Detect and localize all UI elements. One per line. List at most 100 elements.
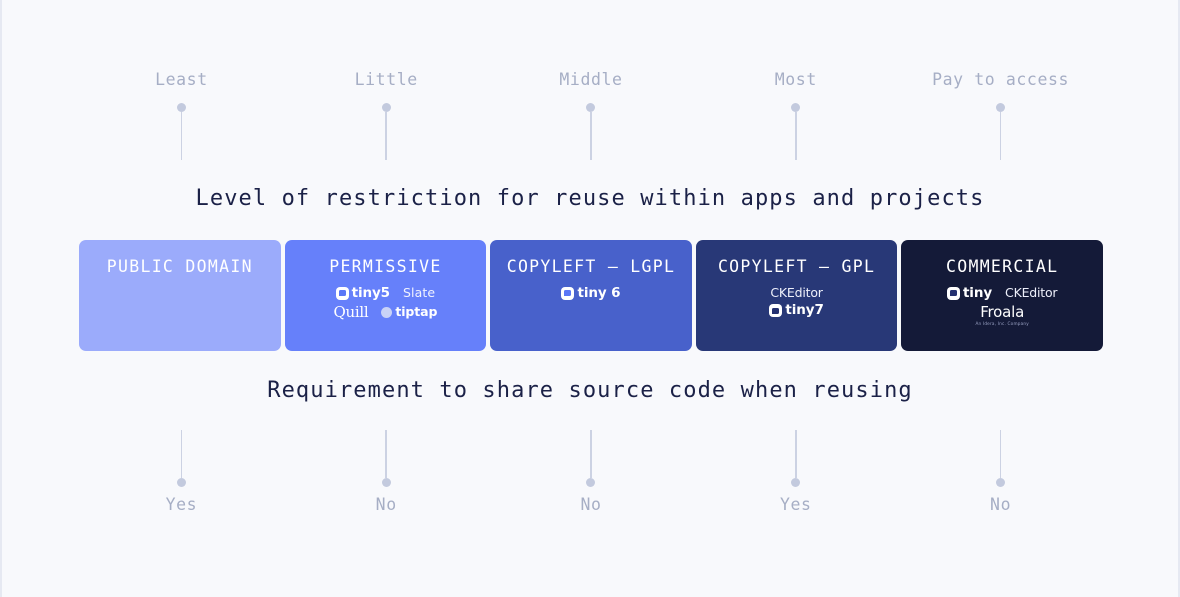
license-bars: PUBLIC DOMAIN PERMISSIVE tiny5 Slate Qui… bbox=[79, 240, 1103, 351]
stem-line bbox=[385, 112, 387, 160]
logo-row: Quill tiptap bbox=[333, 305, 437, 320]
bar-commercial[interactable]: COMMERCIAL tiny CKEditor Froala An Idera… bbox=[901, 240, 1103, 351]
bar-logos: tiny CKEditor Froala An Idera, Inc. Comp… bbox=[946, 284, 1058, 327]
bar-title: COPYLEFT — LGPL bbox=[506, 257, 676, 276]
logo-row: tiny5 Slate bbox=[335, 284, 436, 301]
stem-line bbox=[999, 112, 1002, 160]
ckeditor-logo: CKEditor bbox=[770, 284, 823, 300]
bar-copyleft-gpl[interactable]: COPYLEFT — GPL CKEditor tiny7 bbox=[695, 240, 898, 351]
stem-line bbox=[385, 430, 387, 478]
top-axis-label-4: Most bbox=[774, 70, 817, 89]
bottom-axis-tick-5: No bbox=[898, 430, 1103, 514]
tiny-mark-icon bbox=[946, 286, 960, 300]
froala-logo-label: Froala bbox=[980, 303, 1025, 321]
tiny-logo-label: tiny bbox=[962, 284, 993, 301]
top-axis-tick-1: Least bbox=[79, 70, 284, 160]
quill-logo: Quill bbox=[333, 305, 368, 320]
slate-logo: Slate bbox=[402, 285, 436, 300]
bar-title: PUBLIC DOMAIN bbox=[106, 257, 253, 276]
bar-public-domain[interactable]: PUBLIC DOMAIN bbox=[79, 240, 281, 351]
dot-icon bbox=[381, 478, 391, 487]
tiptap-logo: tiptap bbox=[381, 306, 437, 319]
tiptap-mark-icon bbox=[381, 307, 393, 318]
bar-title: PERMISSIVE bbox=[329, 257, 442, 276]
tiny-logo-label: tiny 6 bbox=[577, 284, 621, 301]
bottom-axis-label-5: No bbox=[990, 495, 1012, 514]
tiny-logo: tiny7 bbox=[769, 302, 824, 318]
tiny-mark-icon bbox=[561, 286, 575, 300]
dot-icon bbox=[586, 478, 596, 487]
bar-logos: tiny 6 bbox=[561, 284, 621, 301]
dot-icon bbox=[176, 478, 186, 487]
bottom-axis-tick-4: Yes bbox=[693, 430, 898, 514]
bar-copyleft-lgpl[interactable]: COPYLEFT — LGPL tiny 6 bbox=[490, 240, 692, 351]
bottom-axis-stem-3 bbox=[586, 430, 596, 487]
top-axis-stem-1 bbox=[176, 103, 186, 160]
bottom-axis-stem-2 bbox=[381, 430, 391, 487]
dot-icon bbox=[176, 103, 186, 112]
top-axis-tick-4: Most bbox=[693, 70, 898, 160]
top-axis-stem-3 bbox=[586, 103, 596, 160]
froala-logo-tagline: An Idera, Inc. Company bbox=[975, 321, 1029, 326]
stem-line bbox=[180, 112, 183, 160]
bottom-axis-stem-4 bbox=[791, 430, 801, 487]
bar-logos: CKEditor tiny7 bbox=[769, 284, 824, 318]
ckeditor-logo-label: CKEditor bbox=[770, 284, 823, 300]
top-axis-stem-4 bbox=[791, 103, 801, 160]
logo-row: tiny7 bbox=[769, 302, 824, 318]
bar-logos: tiny5 Slate Quill tiptap bbox=[333, 284, 437, 321]
stem-line bbox=[794, 112, 797, 160]
logo-row: tiny CKEditor bbox=[946, 284, 1058, 301]
logo-row: Froala An Idera, Inc. Company bbox=[975, 305, 1028, 326]
bottom-axis-label-4: Yes bbox=[779, 495, 812, 514]
bottom-axis-tick-1: Yes bbox=[79, 430, 284, 514]
bottom-axis-stem-1 bbox=[176, 430, 186, 487]
bottom-axis-tick-3: No bbox=[489, 430, 694, 514]
logo-row: tiny 6 bbox=[561, 284, 621, 301]
top-axis-tick-5: Pay to access bbox=[898, 70, 1103, 160]
stem-line bbox=[590, 430, 592, 478]
dot-icon bbox=[381, 103, 391, 112]
stem-line bbox=[590, 112, 592, 160]
slate-logo-label: Slate bbox=[402, 285, 436, 300]
top-axis-tick-3: Middle bbox=[489, 70, 694, 160]
bottom-axis-label-3: No bbox=[580, 495, 602, 514]
top-axis-label-5: Pay to access bbox=[932, 70, 1070, 89]
top-axis-label-1: Least bbox=[155, 70, 208, 89]
bar-title: COPYLEFT — GPL bbox=[717, 257, 876, 276]
top-axis-stem-5 bbox=[996, 103, 1006, 160]
stem-line bbox=[794, 430, 797, 478]
right-border bbox=[1178, 0, 1180, 597]
froala-logo: Froala An Idera, Inc. Company bbox=[975, 305, 1028, 326]
bottom-axis: Yes No No Yes bbox=[79, 430, 1103, 514]
top-axis-stem-2 bbox=[381, 103, 391, 160]
left-border bbox=[0, 0, 2, 597]
dot-icon bbox=[586, 103, 596, 112]
tiny-mark-icon bbox=[769, 304, 783, 318]
bar-title: COMMERCIAL bbox=[946, 257, 1059, 276]
tiny-logo: tiny5 bbox=[335, 284, 390, 301]
logo-row: CKEditor bbox=[770, 284, 823, 300]
ckeditor-logo: CKEditor bbox=[1005, 285, 1058, 300]
stem-line bbox=[180, 430, 183, 478]
bottom-axis-label-1: Yes bbox=[165, 495, 198, 514]
bottom-axis-stem-5 bbox=[996, 430, 1006, 487]
bottom-axis-label-2: No bbox=[375, 495, 397, 514]
top-axis-tick-2: Little bbox=[284, 70, 489, 160]
ckeditor-logo-label: CKEditor bbox=[1005, 285, 1058, 300]
dot-icon bbox=[996, 103, 1006, 112]
bottom-axis-tick-2: No bbox=[284, 430, 489, 514]
top-caption: Level of restriction for reuse within ap… bbox=[195, 186, 985, 211]
tiptap-logo-label: tiptap bbox=[395, 304, 438, 320]
tiny-logo: tiny 6 bbox=[561, 284, 621, 301]
bar-permissive[interactable]: PERMISSIVE tiny5 Slate Quill bbox=[284, 240, 487, 351]
tiny-logo: tiny bbox=[946, 284, 993, 301]
top-axis-label-2: Little bbox=[354, 70, 418, 89]
quill-logo-label: Quill bbox=[333, 303, 369, 321]
top-axis: Least Little Middle Most bbox=[79, 70, 1103, 160]
dot-icon bbox=[791, 103, 801, 112]
tiny-logo-label: tiny7 bbox=[785, 302, 824, 318]
tiny-logo-label: tiny5 bbox=[351, 284, 390, 301]
dot-icon bbox=[791, 478, 801, 487]
